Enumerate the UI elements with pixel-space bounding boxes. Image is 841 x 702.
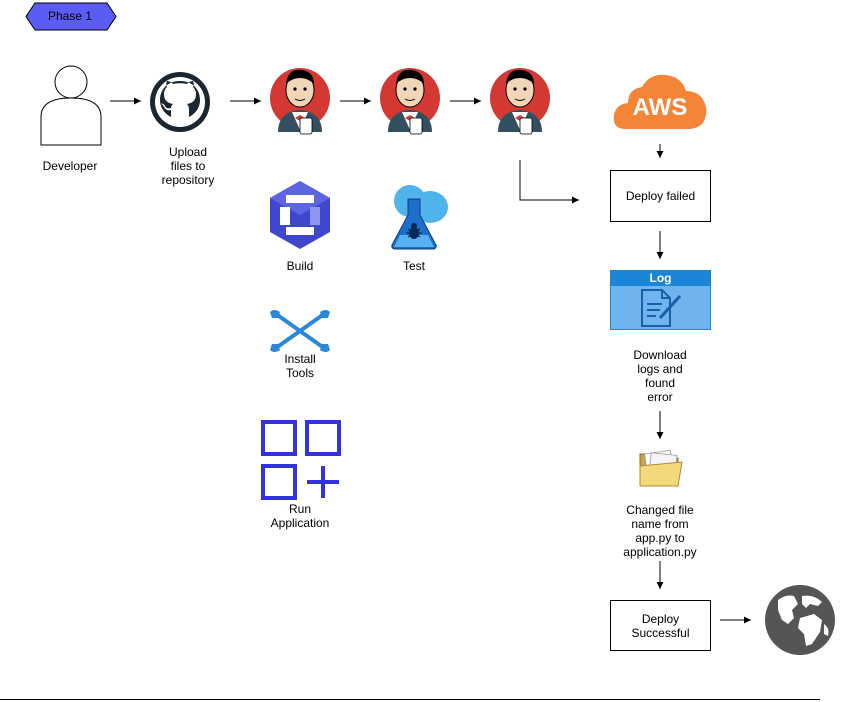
github-label: Upload files to repository bbox=[161, 145, 215, 187]
globe-icon bbox=[765, 585, 835, 655]
phase-badge-label: Phase 1 bbox=[47, 9, 93, 23]
aws-cloud-icon bbox=[613, 74, 707, 129]
log-header: Log bbox=[610, 270, 711, 286]
person-icon bbox=[40, 65, 102, 146]
deploy-successful-box: Deploy Successful bbox=[610, 600, 711, 651]
test-flask-icon bbox=[391, 185, 448, 250]
github-icon bbox=[150, 72, 210, 132]
document-pen-icon bbox=[641, 289, 682, 327]
arrow-jenkins-3-to-deploy bbox=[519, 160, 579, 204]
deploy-failed-box: Deploy failed bbox=[610, 170, 711, 222]
bottom-divider bbox=[0, 699, 820, 700]
download-logs-label: Download logs and found error bbox=[633, 348, 687, 404]
install-tools-label: Install Tools bbox=[284, 352, 316, 380]
tools-icon bbox=[270, 310, 330, 352]
changed-file-label: Changed file name from app.py to applica… bbox=[623, 503, 697, 559]
aws-label: AWS bbox=[632, 94, 688, 121]
apps-grid-icon bbox=[261, 420, 341, 500]
test-label: Test bbox=[402, 259, 425, 273]
developer-label: Developer bbox=[42, 159, 98, 173]
phase-badge bbox=[25, 2, 117, 31]
folder-icon bbox=[639, 449, 683, 487]
jenkins-icon bbox=[270, 68, 330, 135]
run-application-label: Run Application bbox=[270, 502, 330, 530]
build-icon bbox=[270, 181, 330, 249]
build-label: Build bbox=[286, 259, 314, 273]
jenkins-icon bbox=[380, 68, 440, 135]
jenkins-icon bbox=[490, 68, 550, 135]
